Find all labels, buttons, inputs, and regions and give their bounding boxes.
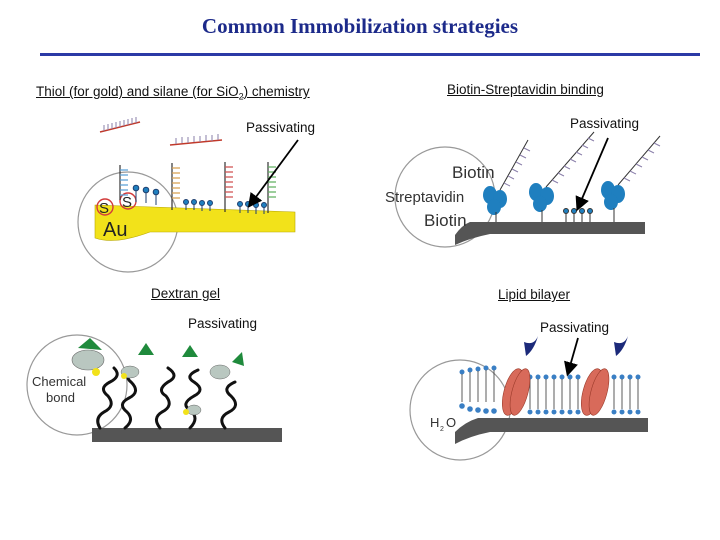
streptavidin-cluster [529,183,554,212]
dextran-magnifier-circle [26,334,128,436]
thiol-dna-strands [119,162,276,213]
lipid-panel: H 2 O [409,336,648,461]
dna-strand [119,165,128,200]
gold-substrate [94,204,296,241]
biotin-passivating-label: Passivating [570,116,640,131]
dextran-substrate [92,428,282,442]
streptavidin-clusters [483,181,625,215]
thiol-passivating-arrow [247,139,299,208]
biotin-dna-strands [499,131,661,191]
thiol-panel: Au S S [77,117,299,273]
lipid-heads-bottom [459,403,641,415]
h-sub-label: 2 [440,426,444,433]
biotin-bottom-label: Biotin [424,211,467,230]
thiol-heading: Thiol (for gold) and silane (for SiO2) c… [36,84,310,102]
lipid-substrate [455,418,648,444]
dextran-ligands [71,338,244,416]
thiol-heading-text: Thiol (for gold) and silane (for SiO [36,84,239,99]
lipid-tails [461,370,639,409]
chemical-label: Chemical [32,374,86,389]
streptavidin-cluster [483,186,507,215]
dextran-panel: Chemical bond [26,334,282,442]
au-label: Au [103,219,127,241]
lipid-heading: Lipid bilayer [498,287,571,302]
biotin-top-label: Biotin [452,163,495,182]
dextran-heading: Dextran gel [151,286,221,301]
floating-strand-2 [169,134,223,146]
thiol-heading-sub: 2 [238,91,244,102]
o-label: O [446,415,456,430]
title-underline [40,53,700,56]
h-label: H [430,415,439,430]
floating-strand-1 [99,117,141,133]
s-label-1: S [99,200,109,217]
biotin-heading: Biotin-Streptavidin binding [447,82,604,97]
antigen-left [524,336,538,356]
page-title: Common Immobilization strategies [201,14,519,38]
streptavidin-cluster [601,181,625,210]
lipid-heads-top [459,365,641,380]
thiol-heading-end: ) chemistry [243,84,310,99]
streptavidin-label: Streptavidin [385,189,464,206]
membrane-proteins [502,368,610,416]
dna-strand [267,162,276,213]
thiol-passivating-label: Passivating [246,120,316,135]
dna-strand [224,162,233,212]
dna-strand [171,163,180,210]
s-label-2: S [122,194,132,211]
biotin-panel: Biotin Streptavidin Biotin [385,131,661,248]
biotin-passivating-arrow [575,137,609,212]
lipid-passivating-label: Passivating [540,320,610,335]
s-circle-1 [96,198,114,216]
antigen-right [614,336,628,356]
dextran-passivating-label: Passivating [188,316,258,331]
bond-label: bond [46,390,75,405]
lipid-passivating-arrow [564,337,579,377]
biotin-stems [495,208,615,222]
biotin-substrate [455,222,645,245]
